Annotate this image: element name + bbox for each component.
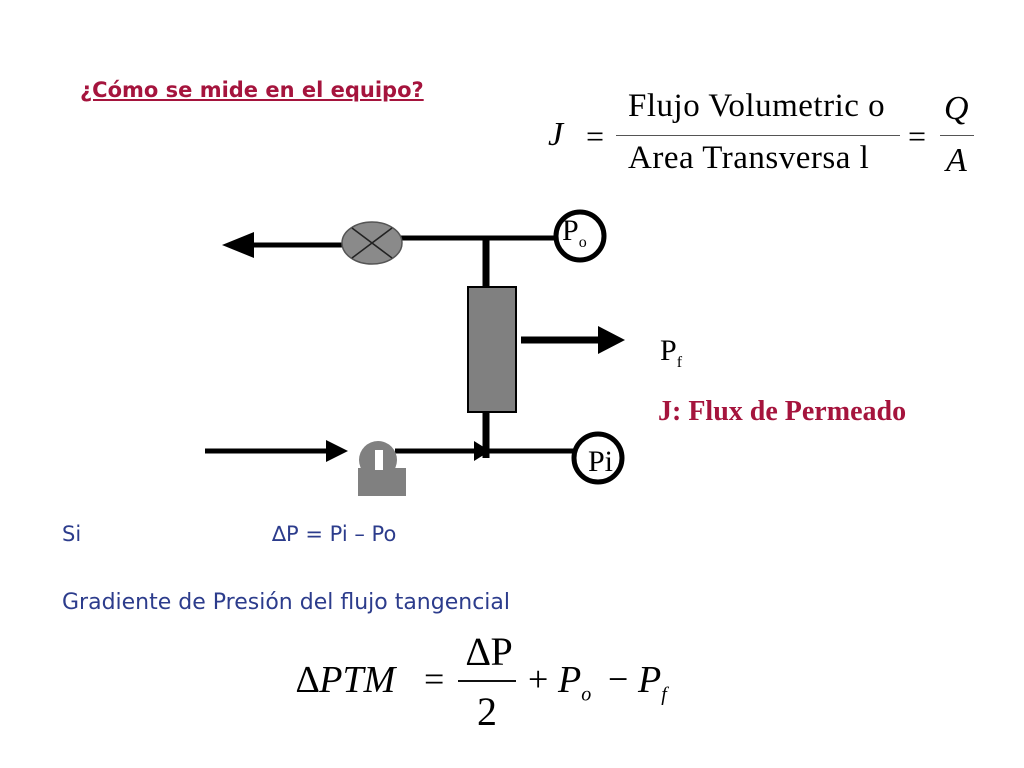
inlet-pressure-label: Pi (588, 445, 614, 478)
flux-denominator: Area Transversa l (628, 140, 870, 176)
fraction-bar (616, 135, 900, 136)
outlet-pressure-term: Po (558, 659, 592, 706)
flow-symbol: Q (944, 90, 969, 127)
minus-sign: − (608, 659, 629, 699)
fraction-bar (940, 135, 974, 136)
retentate-arrow-icon (222, 232, 254, 258)
pump-icon (358, 441, 406, 496)
junction-arrow-icon (474, 441, 490, 461)
area-symbol: A (946, 142, 967, 179)
equals-sign: = (908, 118, 927, 154)
inlet-pressure-gauge (571, 431, 625, 485)
gradient-text: Gradiente de Presión del flujo tangencia… (62, 590, 510, 615)
ptm-equation: ∆PTM = ∆P 2 + Po − Pf (296, 628, 696, 738)
si-text: Si (62, 522, 82, 546)
outlet-pressure-gauge (553, 209, 607, 263)
question-title: ¿Cómo se mide en el equipo? (80, 78, 424, 102)
valve-icon (341, 221, 403, 265)
plus-sign: + (528, 659, 549, 699)
equals-sign: = (424, 659, 445, 699)
ptm-denominator: 2 (477, 689, 497, 734)
permeate-pressure-label: Pf (660, 334, 683, 371)
ptm-symbol: ∆PTM (296, 659, 396, 701)
flux-label: J: Flux de Permeado (658, 396, 907, 427)
ptm-numerator: ∆P (466, 629, 513, 674)
fraction-bar (458, 680, 516, 682)
permeate-pressure-term: Pf (638, 659, 667, 706)
membrane-module (467, 286, 517, 413)
permeate-arrow-icon (598, 326, 625, 354)
pressure-drop-equation: ∆P = Pi – Po (272, 522, 397, 546)
flux-numerator: Flujo Volumetric o (628, 88, 886, 124)
flux-equation: J = Flujo Volumetric o Area Transversa l… (548, 88, 978, 188)
flux-symbol: J (548, 116, 564, 153)
outlet-pressure-label: Po (562, 214, 587, 251)
equals-sign: = (586, 118, 605, 154)
feed-arrow-icon (326, 440, 348, 462)
